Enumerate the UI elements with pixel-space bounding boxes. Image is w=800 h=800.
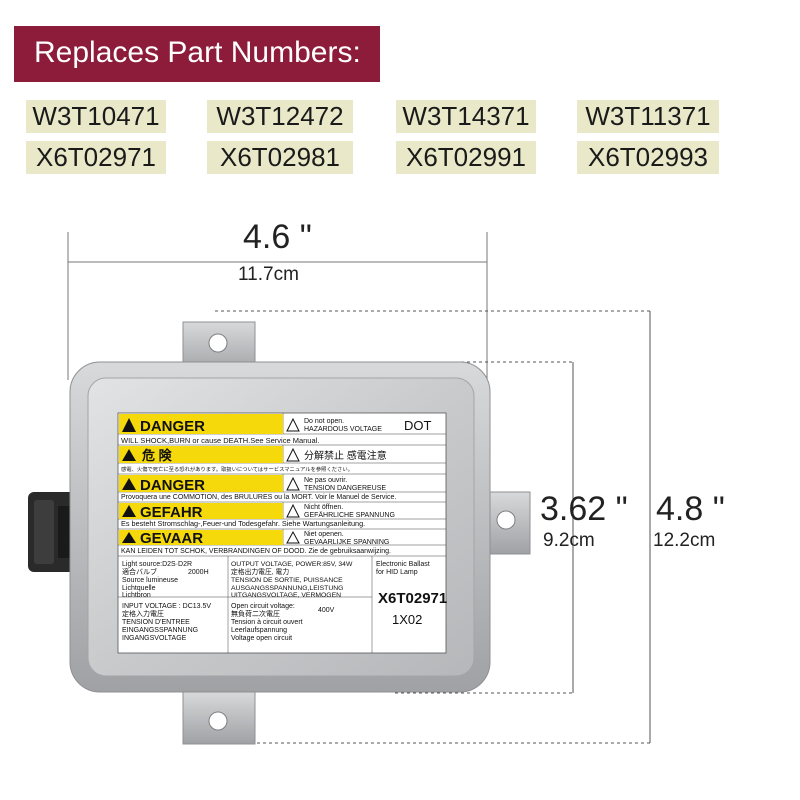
open-circuit-line: Open circuit voltage: [231,603,295,610]
danger-text-jp: 感電、火傷で死亡に至る恐れがあります。取扱いについてはサービスマニュアルを参照く… [121,465,353,473]
gefahr-box [119,503,283,519]
open-circuit-line: 無負荷二次電圧 [231,609,280,618]
output-voltage-line: UITGANGSVOLTAGE, VERMOGEN [231,592,341,599]
body-height-cm: 9.2cm [543,530,595,551]
gevaar-box [119,530,283,545]
fr-warning-2: TENSION DANGEREUSE [304,485,386,492]
output-voltage-line: 定格出力電圧, 電力 [231,567,289,576]
model-number: X6T02971 [378,590,447,607]
danger-heading-fr: DANGER [140,477,205,494]
fr-warning-1: Ne pas ouvrir. [304,477,347,484]
warning-label: DANGER Do not open. HAZARDOUS VOLTAGE DO… [117,412,447,654]
width-dimension-line [67,232,488,380]
open-circuit-line: Voltage open circuit [231,635,292,642]
danger-box-jp [119,446,283,463]
input-voltage-line: INPUT VOLTAGE : DC13.5V [122,603,211,610]
total-height-dimension-line [215,310,650,744]
do-not-open-text: Do not open. [304,418,344,425]
part-number: W3T14371 [396,100,536,133]
part-number: X6T02991 [396,141,536,174]
gevaar-heading: GEVAAR [140,530,203,547]
de-warning-2: GEFÄHRLICHE SPANNUNG [304,511,395,519]
light-source-line: Source lumineuse [122,577,178,584]
gefahr-text: Es besteht Stromschlag-,Feuer-und Todesg… [121,519,365,528]
width-inches: 4.6 " [243,218,312,256]
header-title: Replaces Part Numbers: [34,36,361,69]
lamp-hours: 2000H [188,569,209,576]
nl-warning-1: Niet openen. [304,531,344,538]
gevaar-text: KAN LEIDEN TOT SCHOK, VERBRANDINGEN OF D… [121,548,391,555]
input-voltage-line: TENSION D'ENTREE [122,619,190,626]
output-voltage-line: TENSION DE SORTIE, PUISSANCE [231,577,343,584]
input-voltage-line: 定格入力電圧 [122,609,164,618]
output-voltage-line: OUTPUT VOLTAGE, POWER:85V, 34W [231,561,353,568]
part-number: W3T12472 [207,100,353,133]
input-voltage-line: INGANGSVOLTAGE [122,635,187,642]
gefahr-heading: GEFAHR [140,504,203,521]
light-source-line: Lichtquelle [122,585,156,592]
danger-heading-en: DANGER [140,418,205,435]
output-voltage-line: AUSGANGSSPANNUNG,LEISTUNG [231,585,343,592]
danger-text-en: WILL SHOCK,BURN or cause DEATH.See Servi… [121,436,319,445]
body-height-inches: 3.62 " [540,490,628,528]
ballast-desc: Electronic Ballast [376,561,430,568]
input-voltage-line: EINGANGSSPANNUNG [122,627,198,634]
light-source-line: Lichtbron [122,592,151,599]
total-height-cm: 12.2cm [653,530,716,551]
width-cm: 11.7cm [238,264,299,285]
ballast-desc: for HID Lamp [376,569,418,576]
part-number: X6T02993 [577,141,719,174]
total-height-inches: 4.8 " [656,490,725,528]
warning-triangle-icon [122,417,300,544]
danger-heading-jp: 危 険 [142,448,173,463]
light-source-line: Light source:D2S·D2R [122,561,192,568]
danger-box-fr [119,475,283,492]
danger-box-en [119,414,283,434]
hazardous-voltage-text: HAZARDOUS VOLTAGE [304,426,382,433]
de-warning-1: Nicht öffnen. [304,504,343,511]
mounting-tab-bottom [182,691,256,745]
jp-warning: 分解禁止 感電注意 [304,449,387,462]
part-number: W3T11371 [577,100,719,133]
part-number: X6T02981 [207,141,353,174]
open-circuit-line: Tension à circuit ouvert [231,619,303,626]
model-suffix: 1X02 [392,612,422,627]
nl-warning-2: GEVAARLIJKE SPANNING [304,539,389,546]
danger-text-fr: Provoquera une COMMOTION, des BRULURES o… [121,494,396,501]
light-source-line: 適合バルブ [122,567,157,576]
dot-mark: DOT [404,418,432,433]
open-circuit-line: Leerlaufspannung [231,627,287,634]
part-number: X6T02971 [26,141,166,174]
part-number: W3T10471 [26,100,166,133]
open-circuit-value: 400V [318,607,335,614]
header-banner: Replaces Part Numbers: [14,26,380,82]
